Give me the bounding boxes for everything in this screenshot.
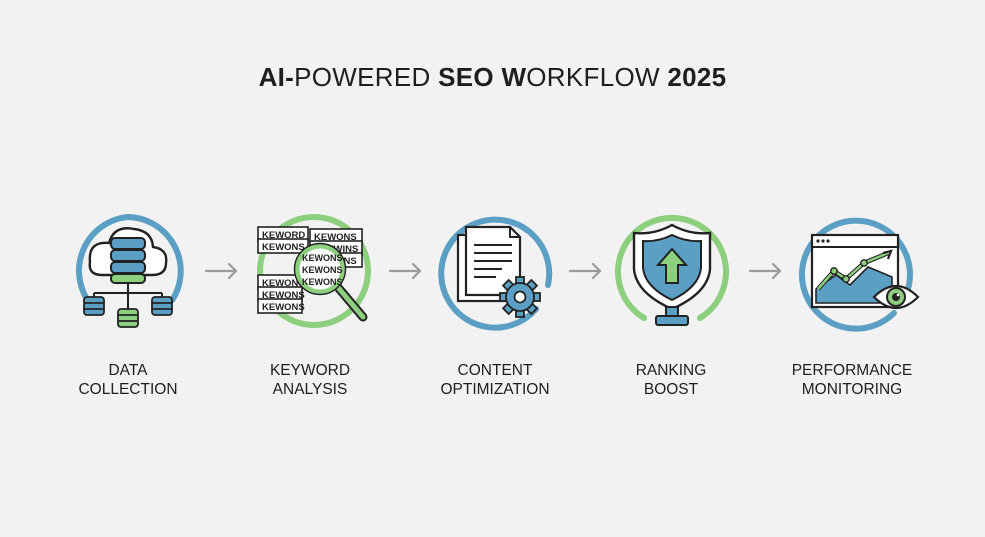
- lens-keywords: KEWONS KEWONS KEWONS: [302, 253, 343, 287]
- step-label-line: DATA: [108, 362, 148, 379]
- step-label-keyword-analysis: KEYWORD ANALYSIS: [210, 361, 410, 399]
- diagram-title: AI-POWERED SEO WORKFLOW 2025: [0, 62, 985, 93]
- keyword-text: KEWONS: [302, 253, 343, 263]
- step-label-line: OPTIMIZATION: [440, 381, 550, 398]
- title-segment: AI-: [258, 62, 295, 92]
- step-label-line: COLLECTION: [78, 381, 178, 398]
- title-segment: 2025: [667, 62, 727, 92]
- keyword-magnifier-icon: KEWORD KEWONS KEWONS KEWONS KEWONS KEWON…: [257, 214, 371, 328]
- step-label-line: MONITORING: [801, 381, 903, 398]
- arrow-1-icon: [204, 262, 238, 280]
- step-label-line: BOOST: [643, 381, 699, 398]
- step-label-line: RANKING: [635, 362, 707, 379]
- chart-eye-icon: [798, 217, 920, 332]
- keyword-text: KEWONS: [262, 302, 305, 313]
- step-label-line: KEYWORD: [269, 362, 351, 379]
- keyword-card-left: KEWORD KEWONS KEWONS KEWONS KEWONS: [257, 226, 309, 314]
- keyword-text: KEWONS: [262, 278, 305, 289]
- step-label-line: PERFORMANCE: [791, 362, 913, 379]
- keyword-text: KEWONS: [302, 265, 343, 275]
- step-label-content-optimization: CONTENT OPTIMIZATION: [395, 361, 595, 399]
- step-label-performance-monitoring: PERFORMANCE MONITORING: [752, 361, 952, 399]
- arrow-4-icon: [748, 262, 782, 280]
- title-segment: SEO W: [438, 62, 527, 92]
- step-label-ranking-boost: RANKING BOOST: [571, 361, 771, 399]
- database-cloud-icon: [76, 213, 184, 328]
- step-label-line: ANALYSIS: [272, 381, 348, 398]
- keyword-text: KEWONS: [262, 290, 305, 301]
- arrow-2-icon: [388, 262, 422, 280]
- keyword-text: KEWORD: [262, 230, 305, 241]
- keyword-text: KEWONS: [314, 232, 357, 243]
- step-label-line: CONTENT: [457, 362, 533, 379]
- keyword-text: KEWONS: [302, 277, 343, 287]
- arrow-3-icon: [568, 262, 602, 280]
- shield-arrow-up-icon: [615, 214, 729, 326]
- document-gear-icon: [438, 216, 553, 331]
- title-segment: ORKFLOW: [526, 62, 668, 92]
- step-label-data-collection: DATA COLLECTION: [28, 361, 228, 399]
- title-segment: POWERED: [294, 62, 439, 92]
- keyword-text: KEWONS: [262, 242, 305, 253]
